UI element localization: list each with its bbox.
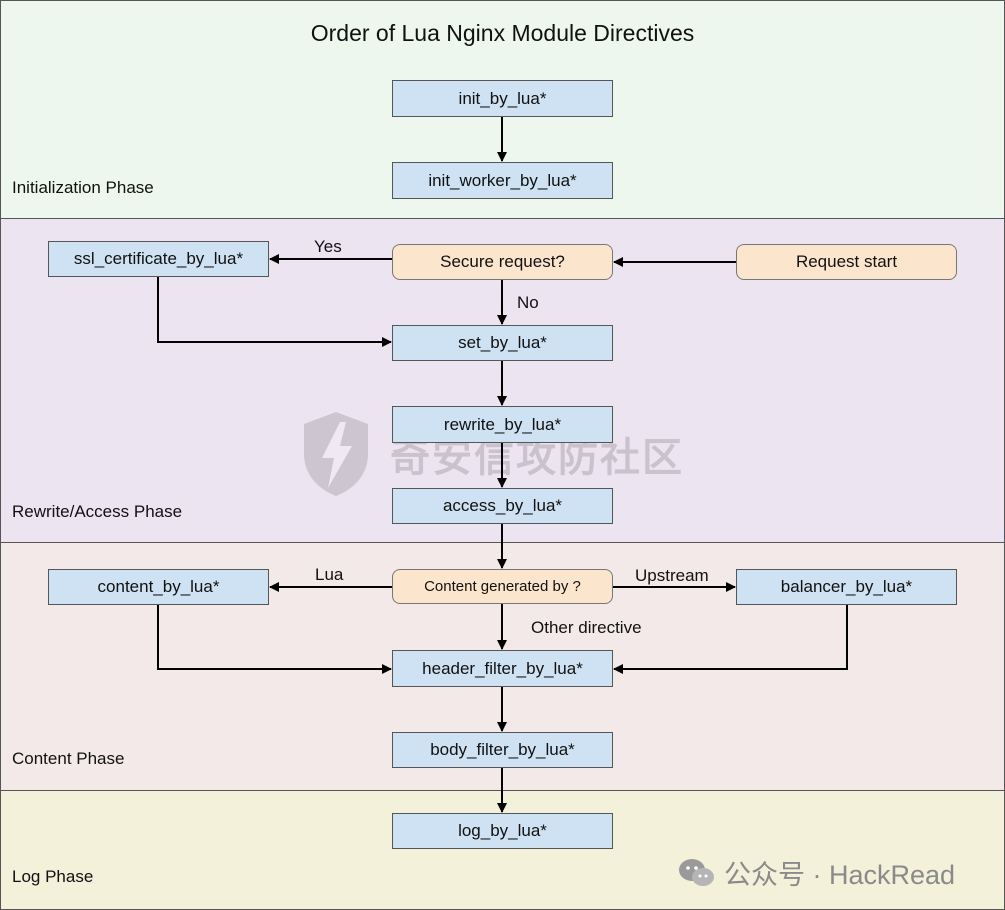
arrow-content-to-header [157,605,392,674]
node-ssl-certificate-by-lua: ssl_certificate_by_lua* [48,241,269,277]
decision-content-generated-by: Content generated by ? [392,569,613,604]
node-init-worker-by-lua: init_worker_by_lua* [392,162,613,199]
node-request-start: Request start [736,244,957,280]
watermark-text: 奇安信攻防社区 [390,436,684,480]
node-init-by-lua: init_by_lua* [392,80,613,117]
node-set-by-lua: set_by_lua* [392,325,613,361]
content-phase-label: Content Phase [12,749,125,768]
diagram-title: Order of Lua Nginx Module Directives [310,20,695,46]
wechat-icon [679,858,714,886]
lightning-shield-icon [304,412,368,496]
arrow-ssl-to-set [157,277,392,347]
node-body-filter-by-lua: body_filter_by_lua* [392,732,613,768]
initialization-phase-label: Initialization Phase [12,178,154,197]
node-rewrite-by-lua: rewrite_by_lua* [392,406,613,443]
watermark: 奇安信攻防社区 [300,410,684,498]
rewrite-access-phase-label: Rewrite/Access Phase [12,502,183,521]
edge-label-lua: Lua [315,565,344,584]
node-access-by-lua: access_by_lua* [392,488,613,524]
credit-text: 公众号 · HackRead [724,860,956,890]
decision-secure-request: Secure request? [392,244,613,280]
node-content-by-lua: content_by_lua* [48,569,269,605]
edge-label-no: No [517,293,539,312]
edge-label-other-directive: Other directive [531,618,642,637]
node-balancer-by-lua: balancer_by_lua* [736,569,957,605]
edge-label-upstream: Upstream [635,566,709,585]
arrow-balancer-to-header [613,605,848,674]
edge-label-yes: Yes [314,237,342,256]
node-log-by-lua: log_by_lua* [392,813,613,849]
node-header-filter-by-lua: header_filter_by_lua* [392,650,613,687]
log-phase-label: Log Phase [12,867,94,886]
credit: 公众号 · HackRead [678,853,955,892]
